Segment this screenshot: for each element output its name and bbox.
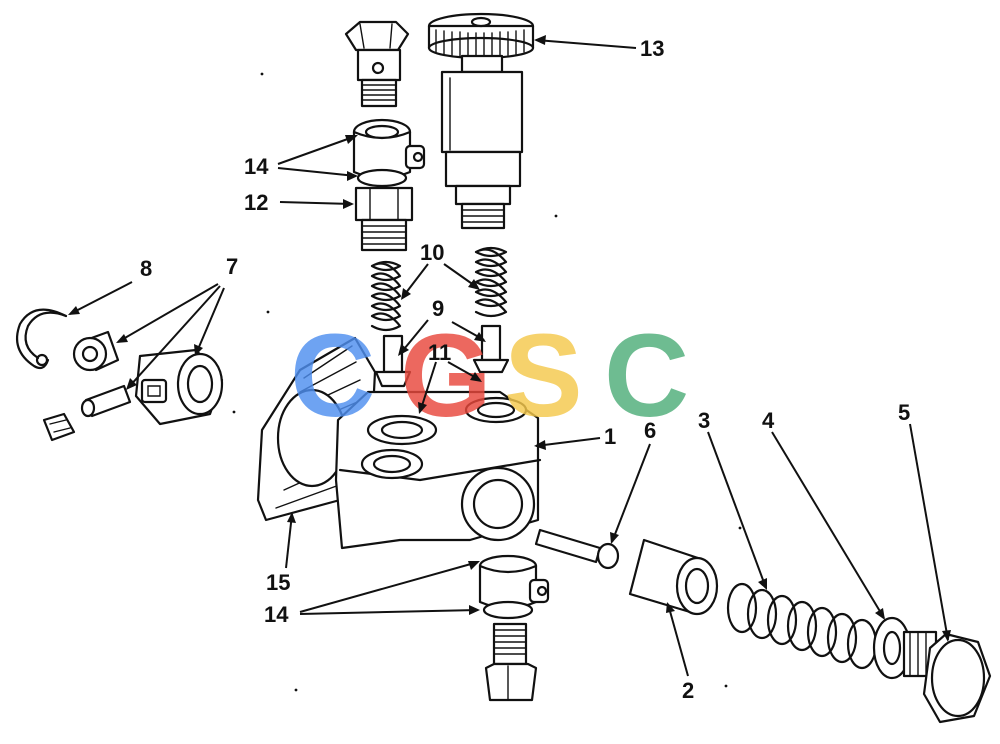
piston — [628, 538, 719, 616]
callout-3: 3 — [698, 408, 710, 433]
callout-10: 10 — [420, 240, 444, 265]
upper-banjo-fitting — [352, 118, 426, 252]
callout-15: 15 — [266, 570, 290, 595]
check-valve-left — [374, 334, 412, 388]
check-valve-right — [472, 324, 510, 374]
valve-spring-left — [370, 260, 402, 332]
callout-14-lower: 14 — [264, 602, 289, 627]
roller-tappet — [134, 348, 224, 426]
lower-banjo-fitting — [478, 554, 550, 620]
snap-ring — [16, 308, 68, 370]
plunger-rod — [534, 528, 620, 570]
sealing-washer — [872, 616, 912, 680]
callout-2: 2 — [682, 678, 694, 703]
valve-spring-right — [474, 246, 508, 318]
callout-8: 8 — [140, 256, 152, 281]
top-banjo-bolt — [344, 20, 410, 108]
tappet-roller — [72, 330, 120, 372]
tappet-pin — [80, 384, 132, 418]
pump-body — [334, 390, 542, 550]
watermark-letter: C — [290, 310, 375, 442]
callout-11: 11 — [428, 340, 451, 365]
piston-spring — [726, 582, 878, 670]
callout-4: 4 — [762, 408, 775, 433]
watermark-letter: C — [604, 310, 689, 442]
screw-plug — [902, 630, 992, 724]
tappet-guide — [42, 412, 76, 442]
callout-9: 9 — [432, 296, 444, 321]
callout-labels: 13 14 12 10 9 11 8 7 1 6 3 4 5 15 14 2 — [140, 36, 910, 703]
callout-7: 7 — [226, 254, 238, 279]
watermark-logo: C G S C — [290, 310, 689, 442]
callout-13: 13 — [640, 36, 664, 61]
callout-14-upper: 14 — [244, 154, 269, 179]
watermark-letter: S — [504, 310, 583, 442]
callout-5: 5 — [898, 400, 910, 425]
scan-specks — [232, 72, 742, 692]
callout-12: 12 — [244, 190, 268, 215]
leader-lines — [68, 35, 951, 677]
callout-6: 6 — [644, 418, 656, 443]
watermark-letter: G — [400, 310, 492, 442]
hand-primer-pump — [427, 12, 535, 230]
callout-1: 1 — [604, 424, 616, 449]
lower-banjo-bolt — [484, 622, 538, 702]
